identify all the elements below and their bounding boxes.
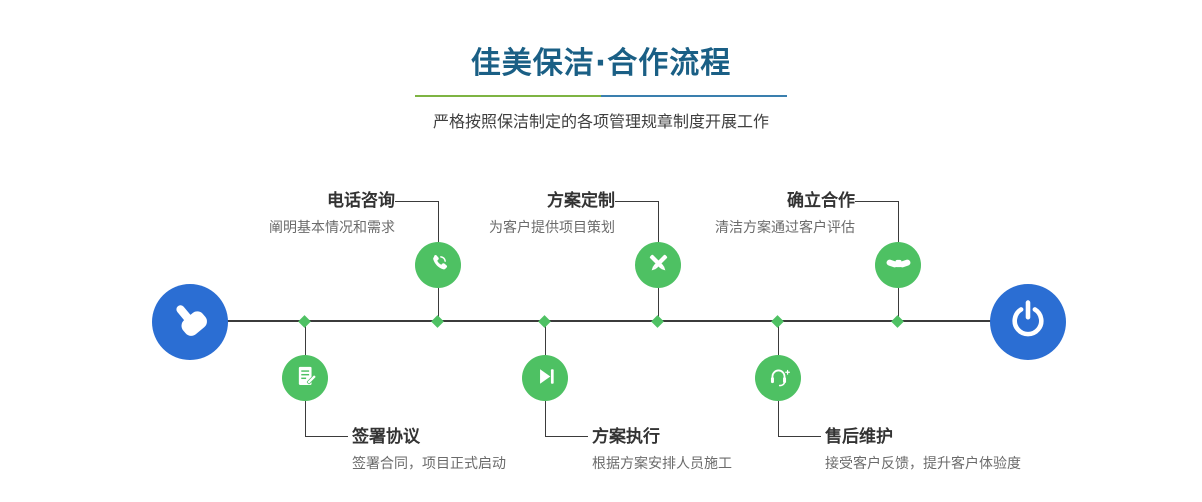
step-description: 为客户提供项目策划 [489, 220, 615, 236]
connector [395, 201, 438, 202]
step-node-execute [522, 355, 568, 401]
step-description: 清洁方案通过客户评估 [715, 220, 855, 236]
connector [545, 436, 588, 437]
connector [778, 322, 779, 355]
step-label-handshake: 确立合作 清洁方案通过客户评估 [615, 190, 855, 238]
step-title: 方案定制 [547, 191, 615, 211]
connector [305, 322, 306, 355]
step-node-contract [282, 355, 328, 401]
divider-blue-segment [601, 95, 787, 97]
connector [898, 201, 899, 242]
step-node-handshake [875, 242, 921, 288]
flow-start-node [152, 284, 228, 360]
timeline-line [190, 320, 1028, 322]
headset-icon [764, 362, 793, 395]
step-label-contract: 签署协议 签署合同，项目正式启动 [352, 426, 682, 474]
title-divider [415, 95, 787, 97]
connector [545, 322, 546, 355]
connector [305, 436, 348, 437]
step-title: 方案执行 [592, 427, 660, 447]
connector [778, 401, 779, 437]
step-node-design [635, 242, 681, 288]
hand-pointer-icon [168, 298, 212, 346]
timeline-marker [431, 315, 444, 328]
step-description: 接受客户反馈，提升客户体验度 [825, 456, 1021, 472]
step-title: 签署协议 [352, 427, 420, 447]
connector [438, 288, 439, 321]
timeline-marker [891, 315, 904, 328]
timeline-marker [651, 315, 664, 328]
connector [615, 201, 658, 202]
step-label-execute: 方案执行 根据方案安排人员施工 [592, 426, 922, 474]
step-title: 确立合作 [787, 191, 855, 211]
step-description: 签署合同，项目正式启动 [352, 456, 506, 472]
step-label-design: 方案定制 为客户提供项目策划 [375, 190, 615, 238]
handshake-icon [884, 249, 913, 282]
connector [855, 201, 898, 202]
play-icon [531, 362, 560, 395]
connector [658, 288, 659, 321]
connector [438, 201, 439, 242]
step-label-phone: 电话咨询 阐明基本情况和需求 [155, 190, 395, 238]
connector [898, 288, 899, 321]
contract-icon [291, 362, 320, 395]
timeline-marker [771, 315, 784, 328]
step-description: 阐明基本情况和需求 [269, 220, 395, 236]
power-icon [1006, 298, 1050, 346]
step-title: 电话咨询 [327, 191, 395, 211]
connector [778, 436, 821, 437]
page-subtitle: 严格按照保洁制定的各项管理规章制度开展工作 [432, 112, 769, 131]
step-node-phone [415, 242, 461, 288]
page-title: 佳美保洁·合作流程 [470, 46, 732, 81]
step-label-service: 售后维护 接受客户反馈，提升客户体验度 [825, 426, 1155, 474]
step-node-service [755, 355, 801, 401]
connector [305, 401, 306, 437]
step-title: 售后维护 [825, 427, 893, 447]
phone-icon [424, 249, 453, 282]
timeline-marker [298, 315, 311, 328]
design-icon [644, 249, 673, 282]
timeline-marker [538, 315, 551, 328]
divider-green-segment [415, 95, 601, 97]
connector [545, 401, 546, 437]
flow-end-node [990, 284, 1066, 360]
step-description: 根据方案安排人员施工 [592, 456, 732, 472]
connector [658, 201, 659, 242]
